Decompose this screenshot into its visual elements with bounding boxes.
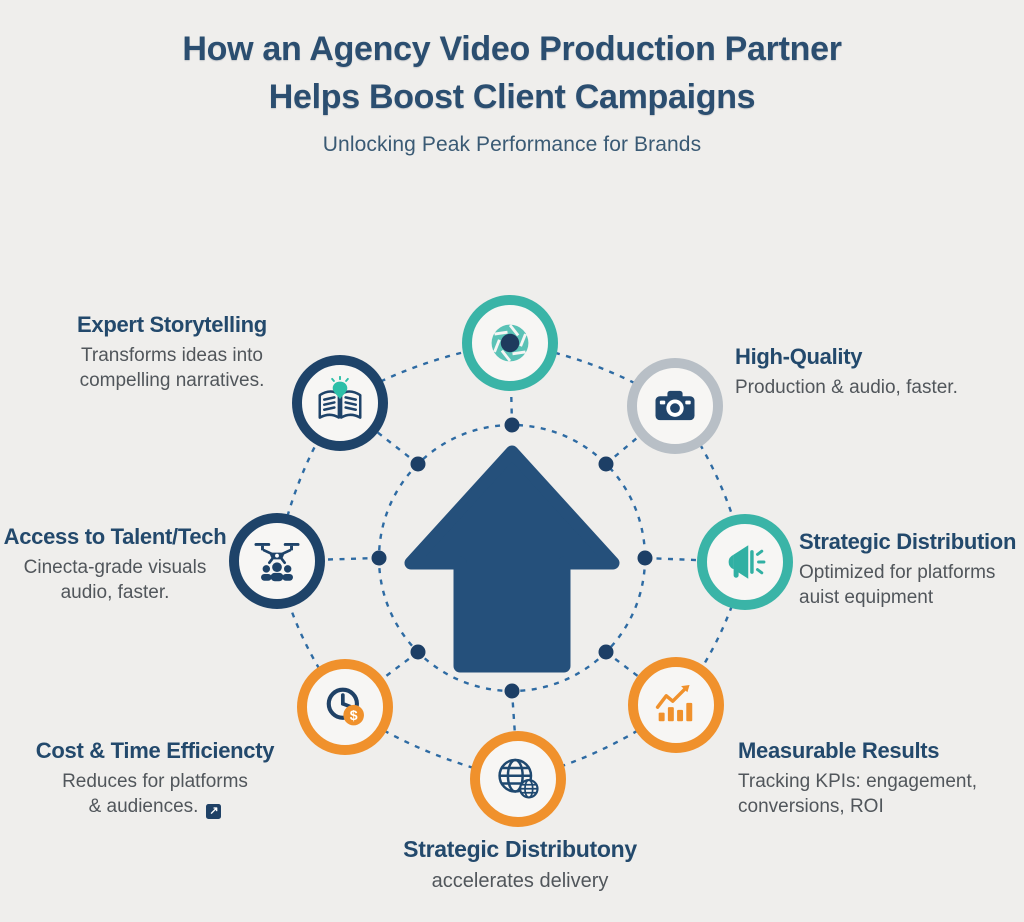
talent-tech-text-block: Access to Talent/Tech Cinecta-grade visu…: [2, 524, 228, 606]
high-quality-desc: Production & audio, faster.: [735, 377, 958, 398]
global-delivery-node: [470, 731, 566, 827]
distribution-desc-line1: Optimized for platforms: [799, 562, 996, 583]
storybook-idea-icon: [318, 376, 362, 419]
distribution-text-block: Strategic Distribution Optimized for pla…: [799, 529, 1024, 611]
up-arrow-icon: [404, 445, 620, 673]
talent-tech-node: [229, 513, 325, 609]
node-dot: [371, 550, 387, 566]
camera-aperture-icon: [491, 324, 529, 362]
node-dot: [637, 550, 653, 566]
page-title-line1: How an Agency Video Production Partner: [182, 30, 842, 68]
cost-efficiency-text-block: Cost & Time Efficiencty Reduces for plat…: [22, 738, 288, 820]
storytelling-text-block: Expert Storytelling Transforms ideas int…: [22, 312, 322, 394]
clock-dollar-icon: $: [326, 687, 364, 726]
measurable-results-title: Measurable Results: [738, 738, 940, 763]
page-title-line2: Helps Boost Client Campaigns: [268, 77, 756, 116]
high-quality-node: [627, 358, 723, 454]
global-delivery-desc: accelerates delivery: [431, 870, 609, 892]
node-dot: [598, 644, 614, 660]
measurable-results-node: [628, 657, 724, 753]
talent-tech-title: Access to Talent/Tech: [3, 524, 227, 549]
external-link-arrow-icon: ↗: [206, 804, 222, 820]
page-subtitle: Unlocking Peak Performance for Brands: [322, 133, 702, 157]
storytelling-desc-line1: Transforms ideas into: [81, 345, 263, 366]
cost-efficiency-node: $: [297, 659, 393, 755]
high-quality-text-block: High-Quality Production & audio, faster.: [735, 344, 1020, 400]
megaphone-icon: [728, 545, 766, 579]
high-quality-title: High-Quality: [735, 344, 863, 369]
measurable-results-desc-line2: conversions, ROI: [738, 796, 884, 818]
globe-network-icon: [498, 758, 539, 799]
distribution-desc-line2: auist equipment: [799, 587, 934, 609]
cost-efficiency-title: Cost & Time Efficiencty: [35, 738, 275, 763]
measurable-results-desc-line1: Tracking KPIs: engagement,: [738, 771, 978, 792]
node-dot: [410, 644, 426, 660]
growth-chart-icon: [655, 684, 693, 722]
node-dot: [504, 683, 520, 699]
aperture-node: [462, 295, 558, 391]
svg-text:$: $: [350, 707, 358, 723]
cost-efficiency-desc-text: & audiences.: [88, 796, 199, 818]
cost-efficiency-desc-line1: Reduces for platforms: [62, 771, 248, 792]
photo-camera-icon: [655, 390, 695, 421]
talent-tech-desc-line2: audio, faster.: [60, 582, 170, 604]
storytelling-title: Expert Storytelling: [77, 312, 267, 337]
node-dot: [598, 456, 614, 472]
inner-dashed-circle: [377, 423, 647, 693]
storytelling-desc-line2: compelling narratives.: [79, 370, 265, 392]
drone-team-icon: [254, 543, 300, 582]
node-dot: [410, 456, 426, 472]
distribution-node: [697, 514, 793, 610]
distribution-title: Strategic Distribution: [799, 529, 1017, 554]
global-delivery-text-block: Strategic Distributony accelerates deliv…: [362, 836, 678, 895]
talent-tech-desc-line1: Cinecta-grade visuals: [23, 557, 207, 578]
node-dot: [504, 417, 520, 433]
cost-efficiency-desc-line2: & audiences. ↗: [22, 794, 288, 820]
measurable-results-text-block: Measurable Results Tracking KPIs: engage…: [738, 738, 1024, 820]
storytelling-node: [292, 355, 388, 451]
global-delivery-title: Strategic Distributony: [403, 836, 637, 862]
header: How an Agency Video Production Partner H…: [0, 26, 1024, 157]
